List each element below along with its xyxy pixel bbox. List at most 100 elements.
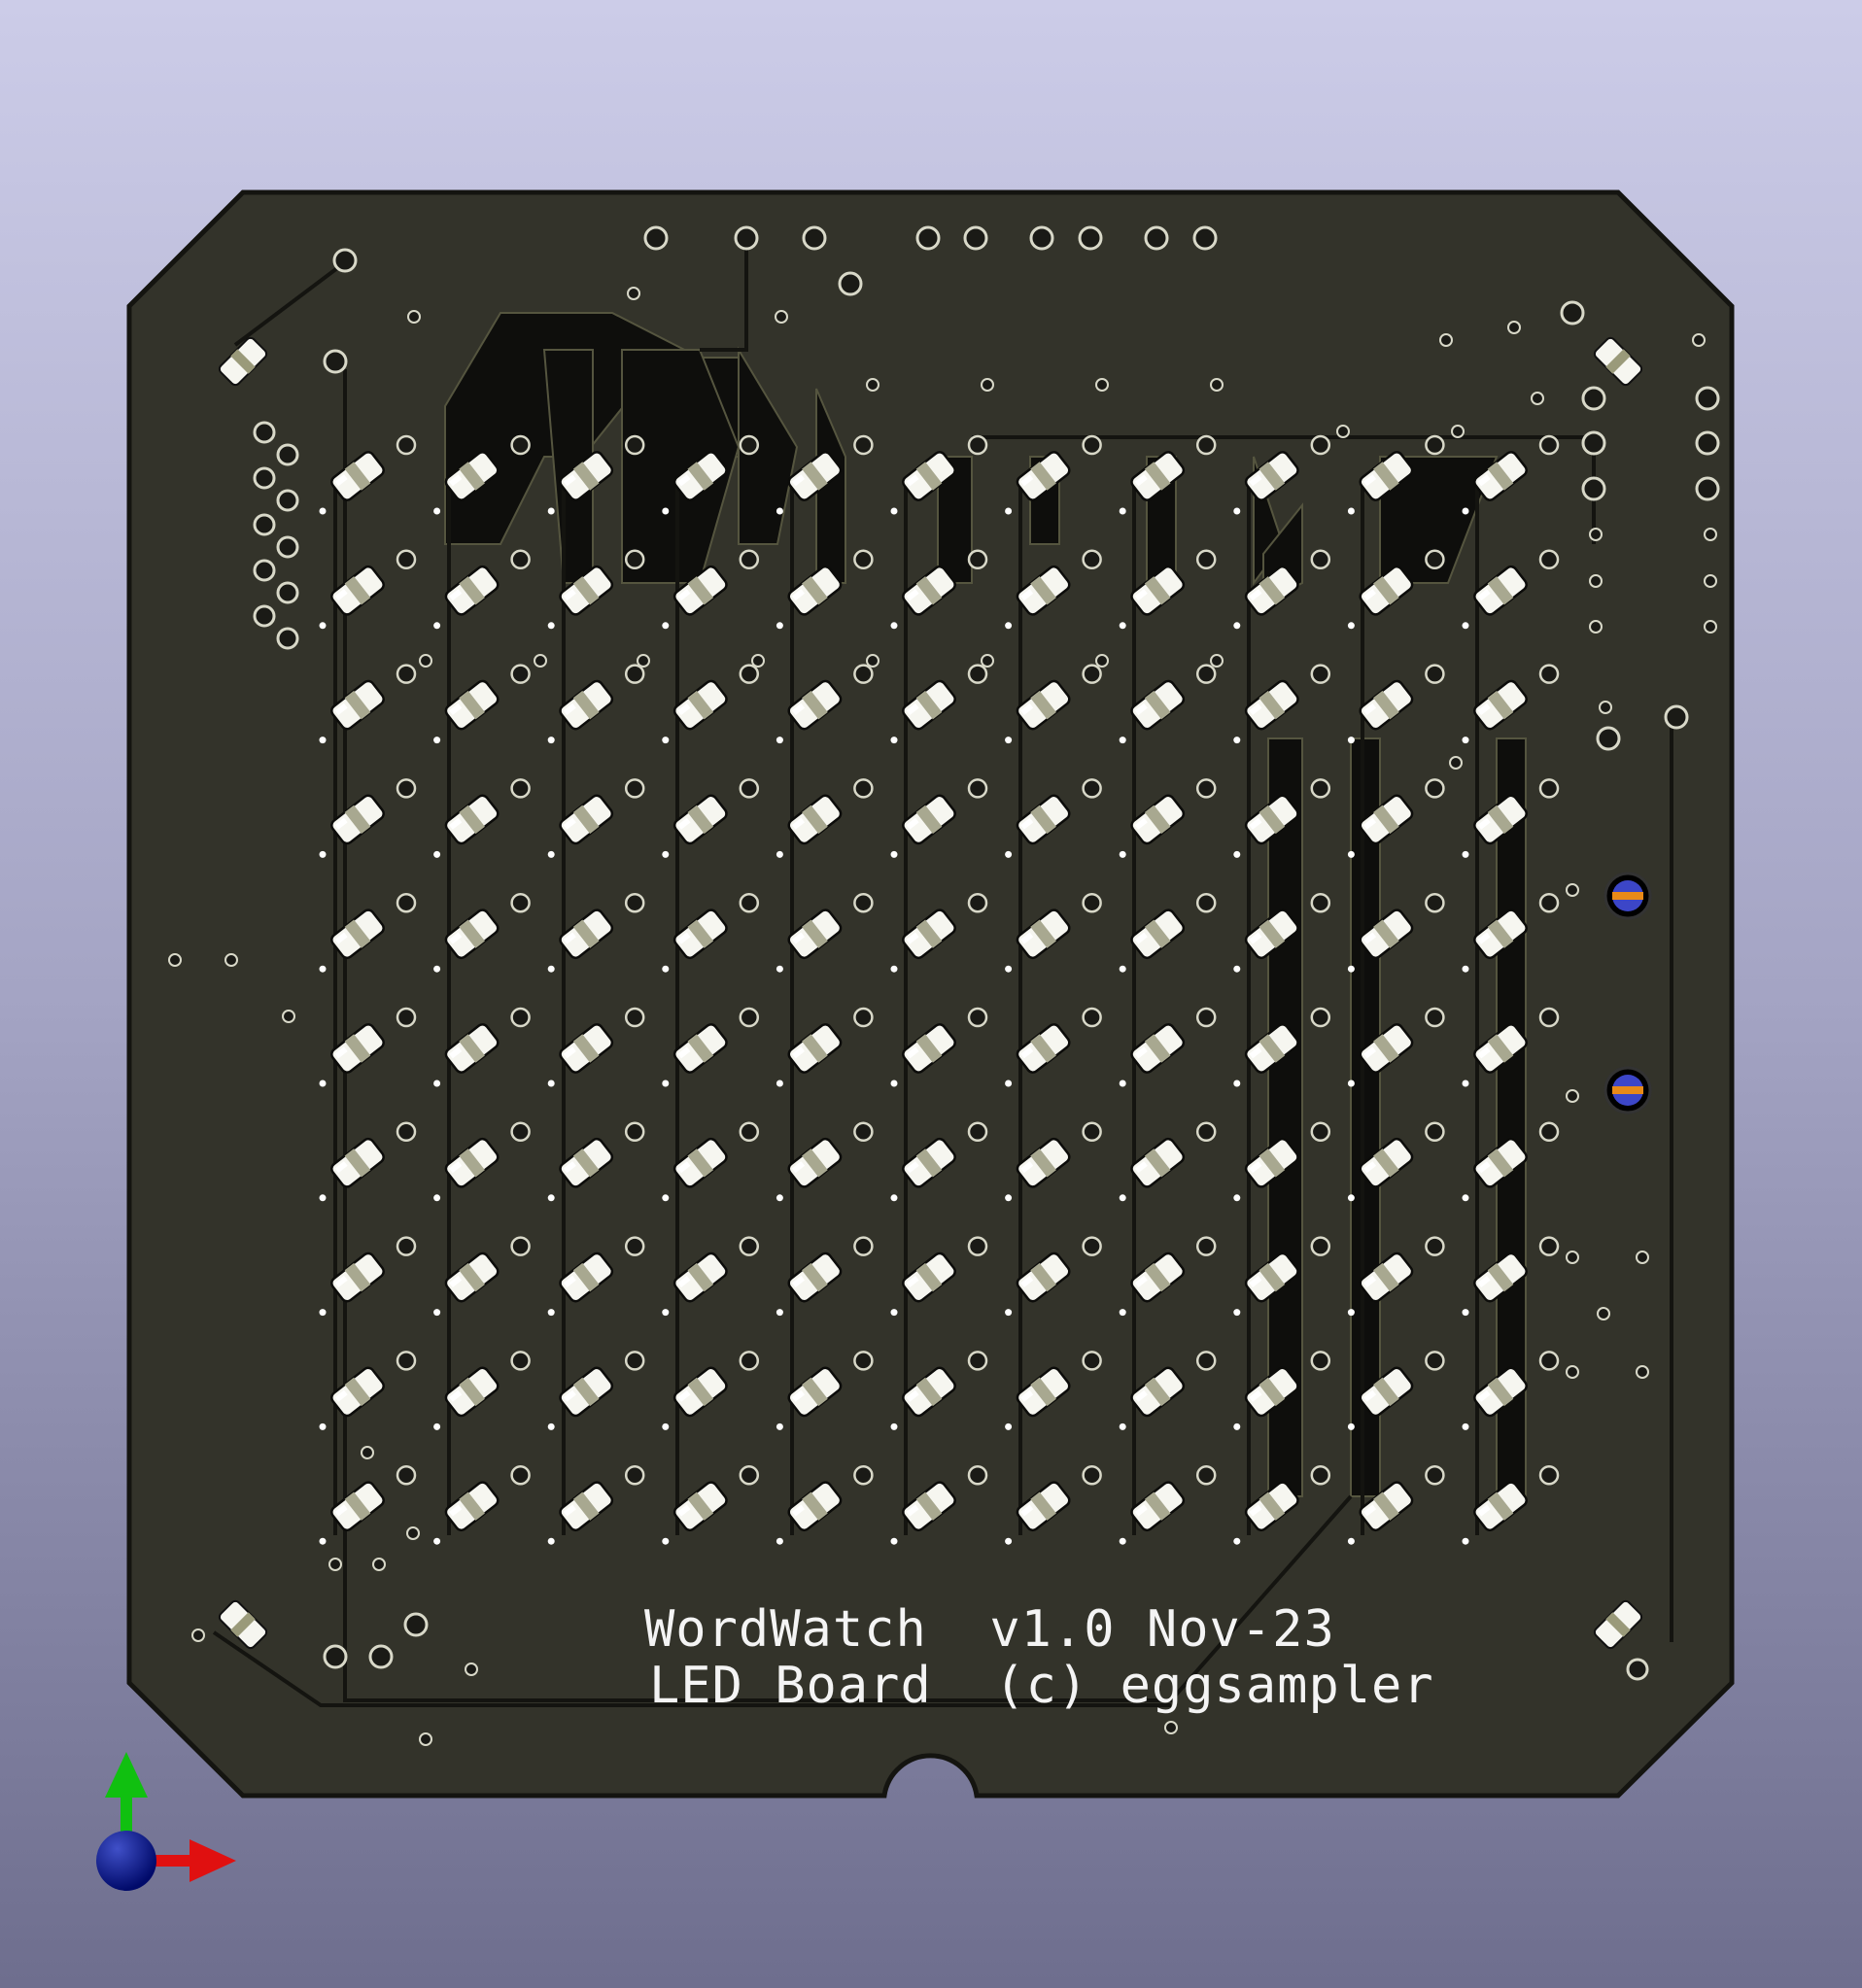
led-polarity-dot: [547, 965, 555, 973]
led-via: [1538, 778, 1560, 799]
led-r8-c3: [559, 1251, 614, 1303]
led-r7-c11: [1473, 1137, 1528, 1188]
led-via: [510, 1121, 531, 1143]
led-polarity-dot: [319, 850, 327, 858]
led-polarity-dot: [662, 1309, 670, 1317]
led-r9-c6: [902, 1366, 956, 1418]
led-r10-c1: [330, 1481, 385, 1532]
led-via: [1538, 664, 1560, 684]
led-via: [1195, 1464, 1217, 1486]
x-axis-arrow-icon: [190, 1839, 236, 1882]
led-polarity-dot: [1462, 1422, 1469, 1430]
led-r5-c10: [1359, 908, 1414, 960]
led-via: [1538, 1007, 1560, 1028]
led-polarity-dot: [1347, 507, 1355, 515]
led-via: [1538, 1351, 1560, 1371]
led-r3-c4: [672, 679, 728, 731]
led-via: [1310, 1007, 1331, 1028]
led-polarity-dot: [1005, 507, 1013, 515]
led-polarity-dot: [1462, 1194, 1469, 1202]
led-via: [967, 549, 988, 570]
led-polarity-dot: [547, 1537, 555, 1545]
led-r1-c2: [444, 451, 500, 501]
led-via: [510, 549, 531, 570]
led-via: [1195, 1351, 1217, 1371]
led-polarity-dot: [890, 622, 898, 630]
led-polarity-dot: [1119, 1537, 1126, 1545]
axis-gizmo[interactable]: [96, 1752, 236, 1891]
led-via: [396, 778, 417, 799]
led-polarity-dot: [1462, 737, 1469, 744]
led-via: [1195, 892, 1217, 913]
led-r8-c1: [330, 1251, 385, 1303]
led-r1-c5: [787, 451, 843, 501]
led-r9-c7: [1016, 1366, 1071, 1418]
led-r6-c11: [1473, 1023, 1528, 1074]
led-polarity-dot: [890, 1537, 898, 1545]
led-polarity-dot: [1233, 965, 1241, 973]
led-r3-c8: [1130, 679, 1186, 731]
led-polarity-dot: [1005, 622, 1013, 630]
led-via: [967, 1007, 988, 1028]
led-via: [510, 1236, 531, 1256]
led-r6-c5: [787, 1023, 843, 1074]
led-r8-c8: [1130, 1251, 1186, 1303]
led-via: [624, 1464, 645, 1486]
led-polarity-dot: [319, 737, 327, 744]
led-r9-c11: [1473, 1366, 1528, 1418]
led-via: [967, 1464, 988, 1486]
led-via: [396, 1464, 417, 1486]
led-via: [1082, 434, 1102, 456]
led-via: [967, 434, 988, 456]
led-polarity-dot: [1462, 965, 1469, 973]
led-r5-c4: [672, 908, 728, 960]
led-r3-c5: [787, 679, 843, 731]
led-via: [396, 434, 417, 456]
led-r4-c8: [1130, 794, 1186, 845]
led-via: [739, 1464, 760, 1486]
led-polarity-dot: [1462, 1537, 1469, 1545]
led-r4-c10: [1359, 794, 1414, 845]
led-r4-c11: [1473, 794, 1528, 845]
led-r5-c1: [330, 908, 385, 960]
led-r2-c5: [787, 565, 843, 616]
led-polarity-dot: [776, 1422, 783, 1430]
led-polarity-dot: [1462, 1309, 1469, 1317]
led-polarity-dot: [1005, 965, 1013, 973]
led-polarity-dot: [1119, 737, 1126, 744]
led-polarity-dot: [1347, 965, 1355, 973]
led-r1-c11: [1473, 451, 1528, 501]
led-r5-c6: [902, 908, 956, 960]
led-polarity-dot: [1119, 507, 1126, 515]
led-polarity-dot: [1347, 850, 1355, 858]
led-r5-c5: [787, 908, 843, 960]
led-via: [1082, 778, 1102, 799]
led-via: [1538, 434, 1560, 456]
led-polarity-dot: [1005, 1422, 1013, 1430]
led-via: [1425, 664, 1445, 684]
led-polarity-dot: [1347, 1194, 1355, 1202]
led-r6-c3: [559, 1023, 614, 1074]
led-r5-c3: [559, 908, 614, 960]
led-r9-c9: [1244, 1366, 1299, 1418]
led-r10-c5: [787, 1481, 843, 1532]
led-via: [1425, 1236, 1445, 1256]
led-r7-c8: [1130, 1137, 1186, 1188]
led-polarity-dot: [1119, 850, 1126, 858]
led-via: [624, 1007, 645, 1028]
led-r1-c9: [1244, 451, 1299, 501]
led-via: [967, 1236, 988, 1256]
led-r6-c4: [672, 1023, 728, 1074]
led-polarity-dot: [890, 1080, 898, 1087]
led-via: [1310, 1121, 1331, 1143]
led-polarity-dot: [547, 737, 555, 744]
led-polarity-dot: [319, 1537, 327, 1545]
led-via: [1195, 434, 1217, 456]
led-polarity-dot: [433, 1080, 441, 1087]
corner-led-top-right: [1593, 336, 1643, 387]
led-via: [1425, 892, 1445, 913]
led-via: [1082, 1007, 1102, 1028]
led-via: [1082, 549, 1102, 570]
led-r1-c7: [1016, 451, 1071, 501]
